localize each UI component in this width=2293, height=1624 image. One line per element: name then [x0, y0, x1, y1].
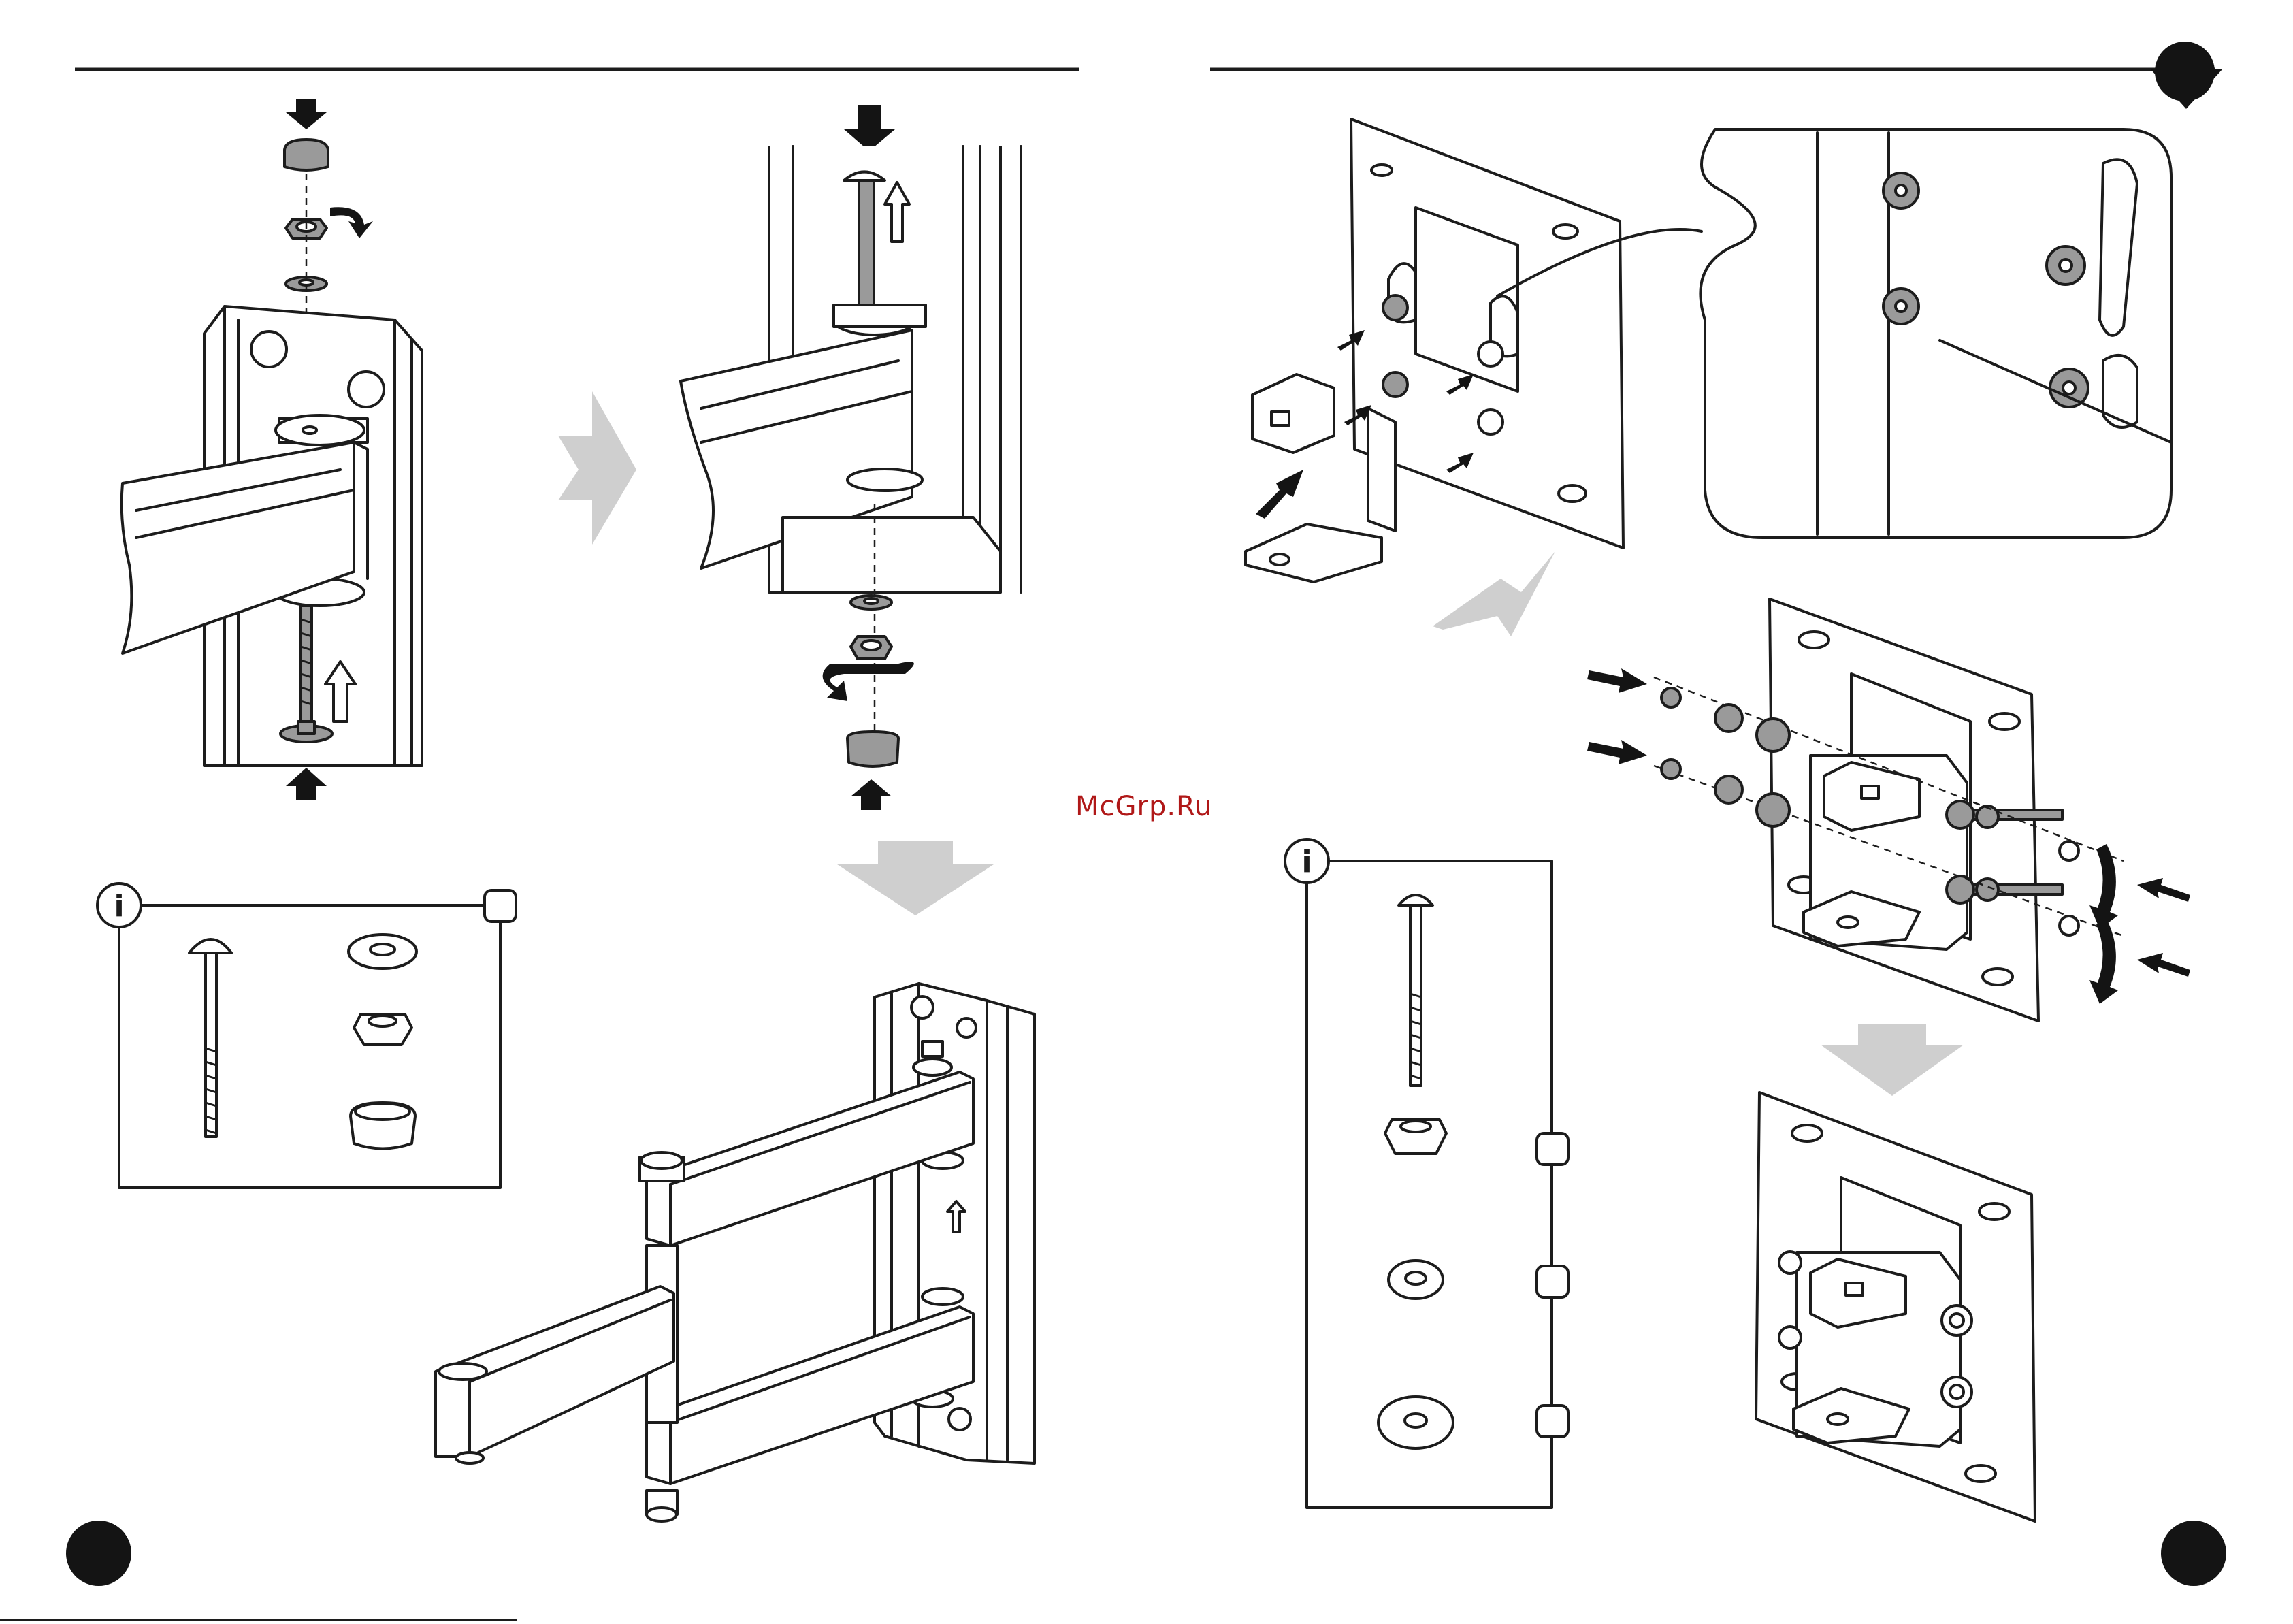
quantity-box	[1537, 1133, 1568, 1165]
info-box-right: i	[1285, 839, 1568, 1508]
plate-bolt-exploded-illustration	[1587, 599, 2190, 1021]
up-arrow-icon	[851, 779, 892, 810]
step-arrow-down-right	[1821, 1024, 1964, 1096]
assembled-arm-illustration	[436, 984, 1035, 1521]
up-arrow-icon	[286, 768, 327, 800]
down-arrow-icon	[844, 105, 895, 151]
step-bolt-assembly-illustration	[122, 99, 422, 800]
page-marker-left	[66, 1521, 131, 1586]
info-box-left: i	[97, 883, 516, 1188]
wall-plate-exploded-illustration	[1246, 119, 2171, 582]
step-arrow-right	[558, 391, 636, 545]
page-corner-marker	[2151, 42, 2222, 109]
down-arrow-icon	[286, 99, 327, 129]
quantity-box	[485, 890, 516, 922]
step-bolt-inserted-illustration	[681, 105, 1021, 810]
page-marker-right	[2161, 1521, 2226, 1586]
svg-text:i: i	[1301, 845, 1312, 879]
quantity-box	[1537, 1266, 1568, 1297]
step-arrow-down	[837, 841, 994, 915]
svg-text:i: i	[114, 889, 124, 924]
plate-assembled-illustration	[1756, 1092, 2035, 1521]
quantity-box	[1537, 1406, 1568, 1437]
watermark-text: McGrp.Ru	[1075, 791, 1212, 822]
step-arrow-diagonal	[1433, 551, 1555, 636]
